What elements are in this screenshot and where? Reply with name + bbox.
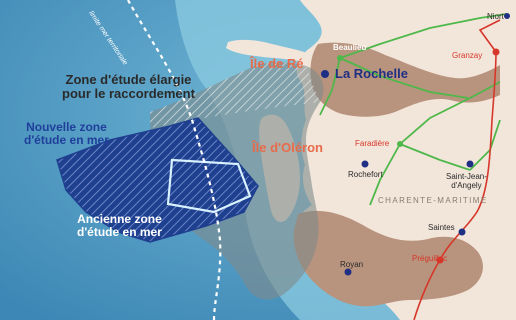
granzay-substation-marker	[492, 48, 500, 56]
enlarged-study-zone-text: Zone d'étude élargie pour le raccordemen…	[62, 72, 195, 101]
ile-de-re-label: Île de Ré	[250, 56, 304, 71]
old-study-zone-text: Ancienne zone d'étude en mer	[77, 212, 162, 239]
enlarged-study-zone-hatch	[150, 62, 320, 128]
royan-marker	[344, 268, 352, 276]
region-label: CHARENTE-MARITIME	[378, 196, 488, 205]
old-study-zone	[166, 158, 252, 214]
department-area-north	[310, 42, 500, 117]
enlarged-study-zone-label: Zone d'étude élargie pour le raccordemen…	[62, 73, 195, 101]
niort-marker	[504, 13, 510, 19]
rochefort-label: Rochefort	[348, 170, 383, 179]
territorial-sea-limit-line	[127, 0, 222, 320]
ile-d-oleron-label: Île d'Oléron	[252, 140, 323, 155]
saintes-label: Saintes	[428, 223, 455, 232]
department-area-south	[293, 210, 483, 307]
faradiere-label: Faradière	[355, 139, 390, 148]
new-study-zone-label: Nouvelle zone d'étude en mer	[24, 121, 109, 147]
beaulieu-substation-marker	[337, 55, 343, 61]
la-rochelle-label: La Rochelle	[335, 66, 408, 81]
preguillac-label: Préguillac	[412, 254, 448, 263]
ile-de-re-shape	[226, 39, 311, 61]
granzay-label: Granzay	[452, 51, 483, 60]
la-rochelle-marker	[321, 70, 329, 78]
beaulieu-label: Beaulieu	[333, 43, 367, 52]
royan-label: Royan	[340, 260, 364, 269]
saint-jean-d-angely-marker	[466, 160, 474, 168]
new-study-zone-text: Nouvelle zone d'étude en mer	[24, 120, 109, 147]
saintes-marker	[458, 228, 466, 236]
preguillac-substation-marker	[436, 256, 444, 264]
old-study-zone-label: Ancienne zone d'étude en mer	[77, 213, 162, 239]
faradiere-substation-marker	[397, 141, 403, 147]
rochefort-marker	[361, 160, 369, 168]
niort-label: Niort	[487, 12, 504, 21]
saint-jean-d-angely-label: Saint-Jean- d'Angely	[446, 172, 487, 190]
